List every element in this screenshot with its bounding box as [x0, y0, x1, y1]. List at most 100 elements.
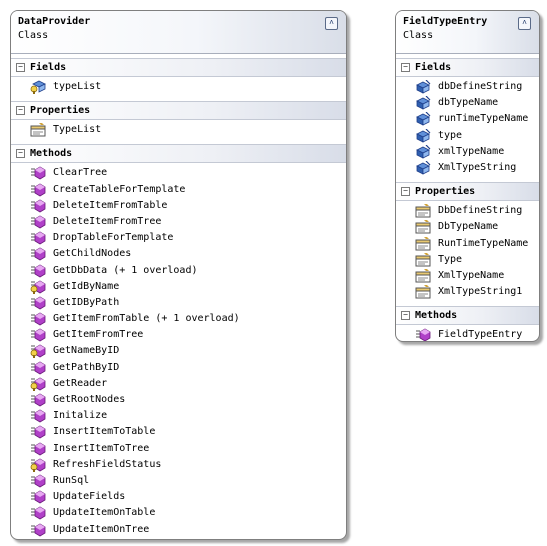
member-row[interactable]: RefreshFieldStatus — [11, 457, 346, 473]
section-properties[interactable]: − Properties — [396, 182, 539, 202]
section-label: Properties — [30, 105, 91, 117]
field-icon — [415, 79, 431, 94]
member-row[interactable]: GetPathByID — [11, 360, 346, 376]
field-icon — [415, 128, 431, 143]
method-icon — [30, 523, 46, 537]
method-protected-icon — [30, 458, 46, 472]
property-icon — [415, 204, 431, 218]
member-name: XmlTypeString1 — [438, 286, 523, 298]
class-header: DataProvider Class ˄ — [11, 11, 346, 54]
member-row[interactable]: ClearTree — [11, 165, 346, 181]
member-row[interactable]: GetDbData (+ 1 overload) — [11, 263, 346, 279]
method-icon — [415, 328, 431, 341]
collapse-toggle-icon[interactable]: − — [16, 149, 25, 159]
member-name: Initalize — [53, 410, 108, 422]
member-row[interactable]: XmlTypeString1 — [396, 284, 539, 300]
member-row[interactable]: GetIdByName — [11, 279, 346, 295]
member-row[interactable]: Initalize — [11, 408, 346, 424]
collapse-class-button[interactable]: ˄ — [518, 17, 531, 30]
collapse-class-button[interactable]: ˄ — [325, 17, 338, 30]
member-row[interactable]: GetIDByPath — [11, 295, 346, 311]
method-icon — [30, 264, 46, 278]
collapse-toggle-icon[interactable]: − — [401, 311, 410, 321]
member-row[interactable]: dbTypeName — [396, 95, 539, 111]
member-row[interactable]: DeleteItemFromTable — [11, 198, 346, 214]
member-name: RunSql — [53, 474, 90, 486]
class-name: FieldTypeEntry — [403, 16, 488, 27]
method-protected-icon — [30, 377, 46, 391]
member-name: GetItemFromTree — [53, 329, 144, 341]
method-icon — [30, 361, 46, 375]
member-name: ClearTree — [53, 167, 108, 179]
member-name: DeleteItemFromTree — [53, 215, 162, 227]
member-name: GetChildNodes — [53, 248, 132, 260]
field-icon — [415, 111, 431, 127]
member-row[interactable]: TypeList — [11, 122, 346, 138]
member-row[interactable]: FieldTypeEntry — [396, 327, 539, 341]
collapse-toggle-icon[interactable]: − — [401, 187, 410, 197]
collapse-toggle-icon[interactable]: − — [16, 63, 25, 72]
member-row[interactable]: GetChildNodes — [11, 246, 346, 262]
method-icon — [30, 409, 46, 423]
class-box-fieldtypeentry[interactable]: FieldTypeEntry Class ˄ − Fields dbDefine… — [395, 10, 540, 342]
member-row[interactable]: UpdateItemOnTable — [11, 505, 346, 521]
member-row[interactable]: GetReader — [11, 376, 346, 392]
member-row[interactable]: UpdateItemOnTree — [11, 522, 346, 538]
member-row[interactable]: GetItemFromTable (+ 1 overload) — [11, 311, 346, 327]
section-fields[interactable]: − Fields — [396, 58, 539, 77]
collapse-toggle-icon[interactable]: − — [16, 106, 25, 116]
member-row[interactable]: RunTimeTypeName — [396, 236, 539, 252]
member-name: GetRootNodes — [53, 394, 126, 405]
member-row[interactable]: XmlTypeName — [396, 268, 539, 284]
method-icon — [30, 490, 46, 504]
property-icon — [415, 285, 431, 299]
member-row[interactable]: XmlTypeString — [396, 160, 539, 176]
method-icon — [30, 296, 46, 310]
member-name: DropTableForTemplate — [53, 232, 174, 244]
member-name: RefreshFieldStatus — [53, 458, 162, 470]
method-icon — [30, 328, 46, 342]
member-row[interactable]: GetNameByID — [11, 343, 346, 359]
class-box-dataprovider[interactable]: DataProvider Class ˄ − Fields typeList −… — [10, 10, 347, 540]
member-row[interactable]: typeList — [11, 79, 346, 95]
section-properties[interactable]: − Properties — [11, 101, 346, 121]
member-row[interactable]: DbDefineString — [396, 203, 539, 219]
collapse-toggle-icon[interactable]: − — [401, 63, 410, 72]
member-row[interactable]: UpdateFields — [11, 489, 346, 505]
section-label: Fields — [30, 62, 67, 73]
member-row[interactable]: DeleteItemFromTree — [11, 214, 346, 230]
section-methods[interactable]: − Methods — [11, 144, 346, 164]
member-row[interactable]: CreateTableForTemplate — [11, 182, 346, 198]
member-row[interactable]: GetItemFromTree — [11, 327, 346, 343]
method-icon — [30, 474, 46, 488]
member-row[interactable]: runTimeTypeName — [396, 111, 539, 127]
member-row[interactable]: DropTableForTemplate — [11, 230, 346, 246]
method-icon — [30, 442, 46, 456]
member-name: FieldTypeEntry — [438, 329, 523, 341]
member-row[interactable]: dbDefineString — [396, 79, 539, 95]
member-row[interactable]: InsertItemToTable — [11, 424, 346, 440]
member-name: InsertItemToTree — [53, 442, 150, 454]
member-row[interactable]: DbTypeName — [396, 219, 539, 235]
member-row[interactable]: RunSql — [11, 473, 346, 489]
member-name: GetItemFromTable (+ 1 overload) — [53, 313, 240, 325]
member-name: UpdateItemOnTree — [53, 523, 150, 535]
method-protected-icon — [30, 344, 46, 359]
section-methods[interactable]: − Methods — [396, 306, 539, 326]
method-icon — [30, 231, 46, 245]
member-name: GetReader — [53, 377, 108, 389]
member-row[interactable]: GetRootNodes — [11, 392, 346, 408]
member-row[interactable]: InsertItemToTree — [11, 441, 346, 457]
member-row[interactable]: xmlTypeName — [396, 144, 539, 160]
member-name: Type — [438, 253, 463, 265]
method-icon — [30, 393, 46, 407]
member-name: DbTypeName — [438, 221, 499, 233]
member-name: GetIDByPath — [53, 296, 120, 308]
member-row[interactable]: Type — [396, 252, 539, 268]
property-icon — [415, 236, 431, 251]
member-row[interactable]: type — [396, 128, 539, 144]
section-fields[interactable]: − Fields — [11, 58, 346, 77]
member-name: InsertItemToTable — [53, 426, 156, 438]
fields-list: typeList — [11, 77, 346, 97]
